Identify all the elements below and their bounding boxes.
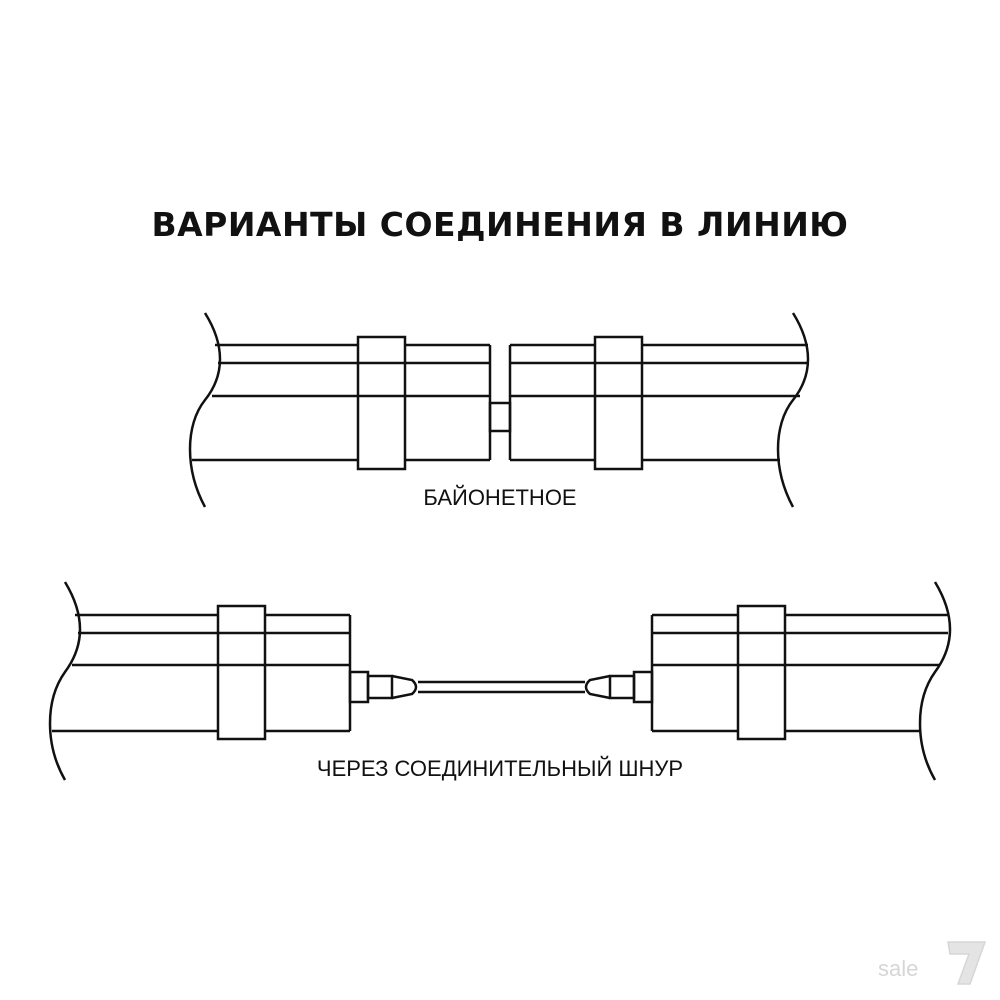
caption-cord: ЧЕРЕЗ СОЕДИНИТЕЛЬНЫЙ ШНУР <box>316 756 684 781</box>
bayonet-joint <box>488 401 512 433</box>
cord-socket-left <box>348 670 370 704</box>
bayonet-connection-illustration <box>188 312 810 508</box>
mounting-clip <box>356 335 407 471</box>
watermark: sale <box>878 950 988 990</box>
break-line-left <box>188 312 222 508</box>
luminaire-right-top <box>508 312 810 508</box>
break-line-right <box>776 312 810 508</box>
cord-plug-left-taper <box>391 674 418 700</box>
mounting-clip <box>593 335 644 471</box>
connecting-cord <box>348 670 654 704</box>
cord-plug-right-taper <box>584 674 611 700</box>
cord-plug-left <box>366 674 394 700</box>
cord-connection-illustration <box>48 581 952 781</box>
caption-bayonet: БАЙОНЕТНОЕ <box>423 485 577 510</box>
cord-plug-right <box>608 674 636 700</box>
watermark-logo-icon <box>947 941 987 985</box>
luminaire-right-bottom <box>650 581 952 781</box>
watermark-text: sale <box>878 956 919 981</box>
mounting-clip <box>216 604 267 741</box>
luminaire-left-bottom <box>48 581 352 781</box>
luminaire-left-top <box>188 312 492 508</box>
mounting-clip <box>736 604 787 741</box>
diagram-title: ВАРИАНТЫ СОЕДИНЕНИЯ В ЛИНИЮ <box>151 205 849 244</box>
break-line-right <box>918 581 952 781</box>
break-line-left <box>48 581 82 781</box>
cord-socket-right <box>632 670 654 704</box>
